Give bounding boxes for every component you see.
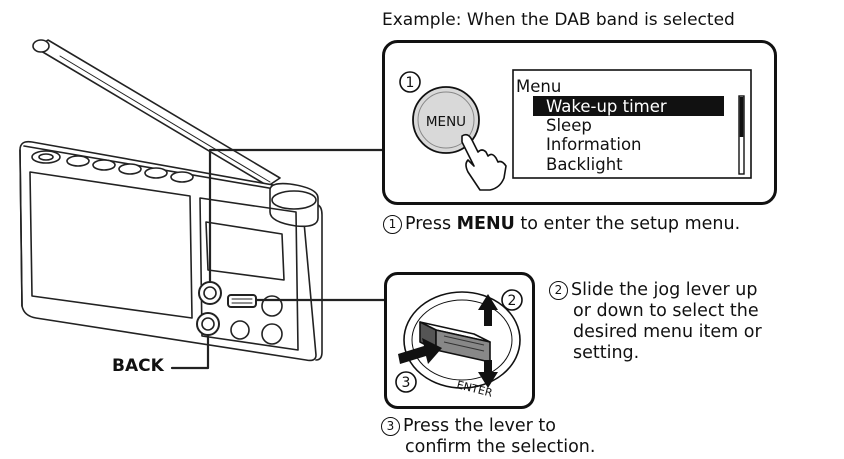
step-3-line-2: confirm the selection. (405, 437, 596, 457)
step-2-number: 2 (549, 281, 568, 300)
badge-step-2-label: 2 (508, 293, 517, 309)
press-arrow-icon (398, 338, 442, 364)
step-2-line-1: Slide the jog lever up (571, 280, 758, 300)
step-2-line-4: setting. (573, 343, 640, 363)
badge-step-3-label: 3 (402, 375, 411, 391)
lcd-item-information: Information (546, 135, 642, 154)
step-2-line-3: desired menu item or (573, 322, 762, 342)
leader-lines (170, 148, 386, 370)
step-1-number: 1 (383, 215, 402, 234)
badge-step-3 (395, 371, 417, 393)
menu-callout: 1 MENU (382, 40, 777, 205)
back-button-label: BACK (112, 356, 164, 376)
jog-dial (403, 291, 521, 389)
badge-step-1-label: 1 (406, 75, 415, 91)
badge-step-2 (501, 289, 523, 311)
selected-item-highlight (533, 96, 724, 116)
lcd-item-backlight: Backlight (546, 155, 623, 174)
badge-step-1 (399, 71, 421, 93)
menu-button-label: MENU (426, 114, 466, 130)
step-1-key: MENU (456, 214, 515, 234)
step-1-prefix: Press (405, 214, 457, 234)
step-1-suffix: to enter the setup menu. (514, 214, 741, 234)
radio-body (19, 140, 323, 362)
step-3-line-1: Press the lever to (403, 416, 556, 436)
scrollbar-thumb (739, 97, 744, 137)
lcd-display (512, 69, 752, 179)
lcd-title: Menu (516, 77, 562, 96)
step-2-line-2: or down to select the (573, 301, 759, 321)
example-caption: Example: When the DAB band is selected (382, 10, 735, 30)
lever-callout: 2 3 ENTER (384, 272, 535, 409)
down-arrow-icon (478, 360, 498, 388)
lcd-item-wake-up-timer: Wake-up timer (546, 97, 667, 116)
lcd-item-sleep: Sleep (546, 116, 592, 135)
hand-icon (461, 133, 507, 191)
up-arrow-icon (478, 294, 498, 326)
step-3-number: 3 (381, 417, 400, 436)
